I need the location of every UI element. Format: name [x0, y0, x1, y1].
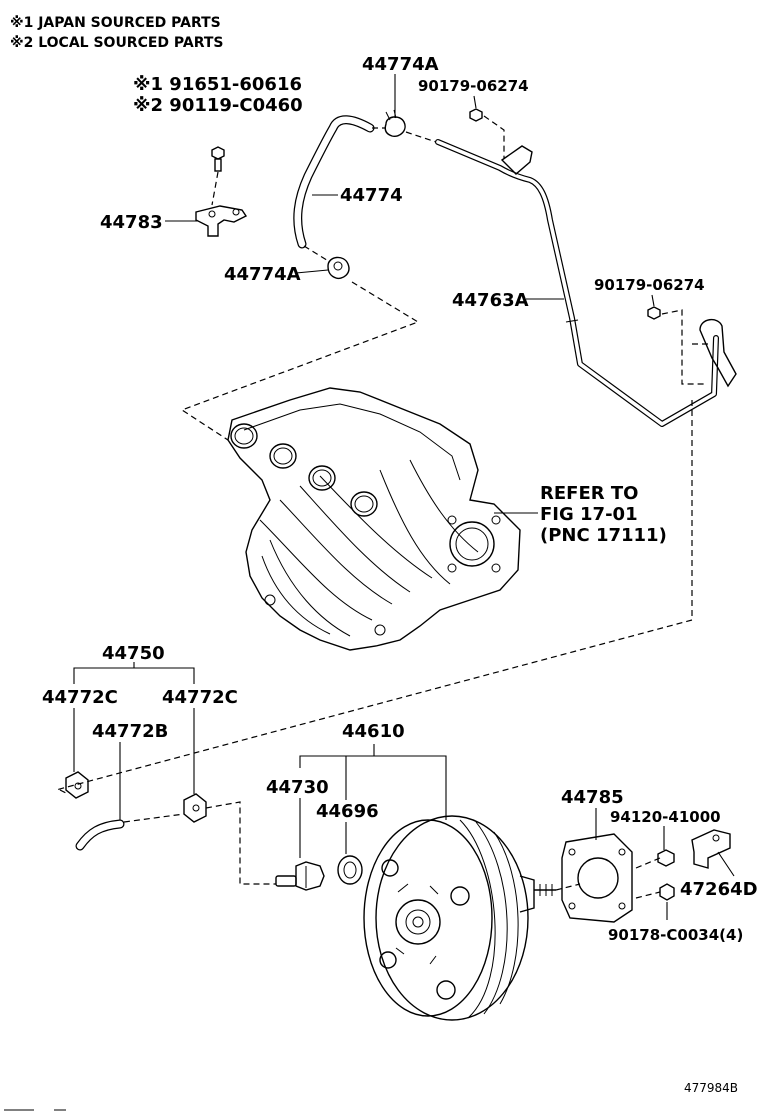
note-japan-sourced: ※1 JAPAN SOURCED PARTS [10, 15, 221, 31]
bolt-90179-06274-top [469, 108, 483, 122]
nut-90178-C0034 [659, 883, 675, 901]
label-44730: 44730 [266, 777, 329, 798]
label-90179-mid: 90179-06274 [594, 276, 705, 294]
label-44763A: 44763A [452, 290, 529, 311]
grommet-44696 [337, 855, 363, 885]
brake-booster-44610 [363, 815, 556, 1021]
gasket-44785 [561, 833, 633, 923]
label-44750: 44750 [102, 643, 165, 664]
label-bolt-japan: ※1 91651-60616 [133, 74, 302, 95]
pipe-44763A [435, 139, 737, 427]
label-90179-top: 90179-06274 [418, 77, 529, 95]
figure-id: 477984B [684, 1081, 738, 1095]
label-44785: 44785 [561, 787, 624, 808]
label-44772C-right: 44772C [162, 687, 238, 708]
nut-94120-41000 [657, 849, 675, 867]
bracket-44783 [195, 205, 248, 237]
label-44610: 44610 [342, 721, 405, 742]
clip-44772C-right [183, 793, 207, 823]
check-valve-44730 [275, 861, 325, 891]
clamp-44774A-low [327, 256, 350, 280]
intake-manifold [227, 387, 521, 651]
label-44696: 44696 [316, 801, 379, 822]
clip-44772C-left [65, 771, 89, 799]
label-44774: 44774 [340, 185, 403, 206]
label-refer-to: REFER TO [540, 483, 638, 504]
label-47264D: 47264D [680, 879, 758, 900]
hose-44772B [75, 819, 125, 851]
label-44772C-left: 44772C [42, 687, 118, 708]
label-94120: 94120-41000 [610, 808, 721, 826]
label-90178: 90178-C0034(4) [608, 926, 743, 944]
label-44774A-low: 44774A [224, 264, 301, 285]
hose-44774 [293, 115, 375, 249]
label-44783: 44783 [100, 212, 163, 233]
bolt-90179-06274-mid [647, 306, 661, 320]
label-44772B: 44772B [92, 721, 168, 742]
bolt-91651-60616 [211, 146, 225, 172]
note-local-sourced: ※2 LOCAL SOURCED PARTS [10, 35, 224, 51]
bracket-47264D [691, 829, 731, 869]
label-bolt-local: ※2 90119-C0460 [133, 95, 303, 116]
label-44774A-top: 44774A [362, 54, 439, 75]
label-refer-pnc: (PNC 17111) [540, 525, 667, 546]
label-refer-fig: FIG 17-01 [540, 504, 638, 525]
